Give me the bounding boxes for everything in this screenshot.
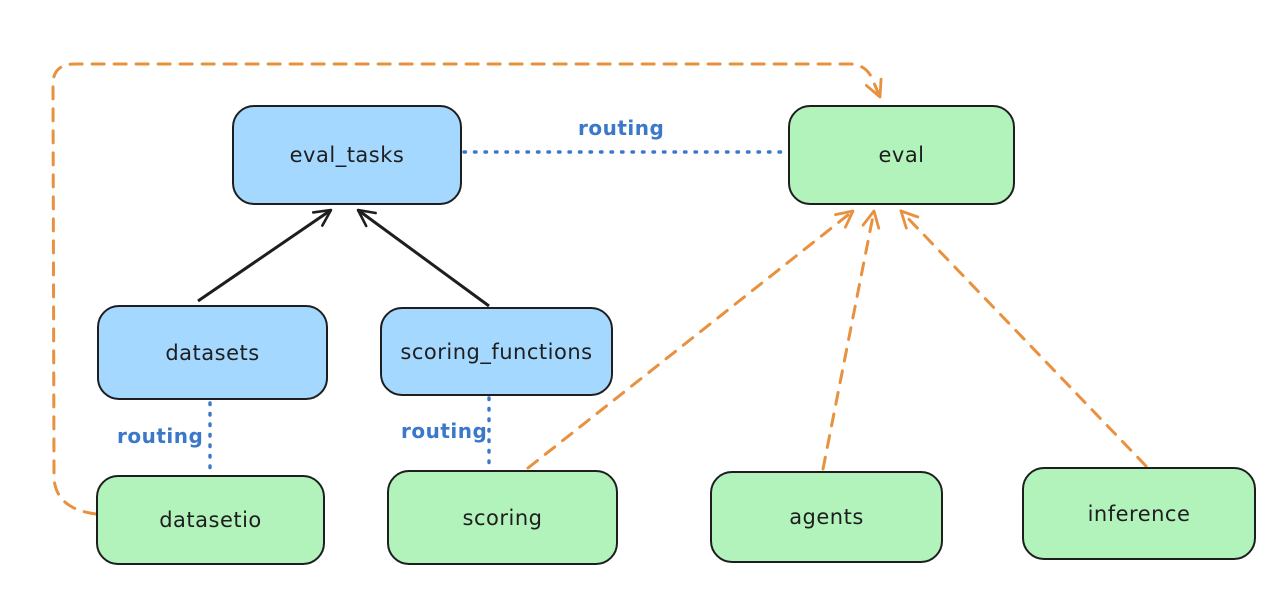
node-eval-label: eval [878, 143, 925, 167]
node-datasetio: datasetio [96, 475, 325, 565]
edge-agents-to-eval [821, 209, 881, 471]
node-scoring-functions-label: scoring_functions [400, 339, 593, 364]
node-datasets-label: datasets [165, 340, 260, 365]
node-scoring-functions: scoring_functions [380, 307, 613, 396]
node-eval: eval [788, 105, 1015, 205]
node-agents-label: agents [789, 505, 864, 529]
edge-datasets-to-eval-tasks [197, 208, 333, 303]
node-inference-label: inference [1087, 501, 1191, 526]
edge-scoring-functions-to-eval-tasks [356, 208, 490, 308]
node-datasetio-label: datasetio [159, 508, 262, 532]
node-eval-tasks-label: eval_tasks [289, 143, 405, 167]
edge-scoring-to-eval [526, 209, 855, 470]
edge-inference-to-eval [899, 209, 1148, 468]
node-datasets: datasets [97, 305, 328, 400]
edge-label-eval-tasks-eval-routing: routing [578, 116, 665, 140]
node-inference: inference [1022, 467, 1256, 560]
edge-label-scoring-functions-scoring-routing: routing [401, 419, 488, 443]
edge-datasetio-to-eval [51, 62, 883, 516]
node-scoring: scoring [387, 470, 618, 565]
node-scoring-label: scoring [462, 505, 543, 530]
node-agents: agents [710, 471, 943, 563]
node-eval-tasks: eval_tasks [232, 105, 462, 205]
edge-label-datasets-datasetio-routing: routing [117, 424, 204, 448]
